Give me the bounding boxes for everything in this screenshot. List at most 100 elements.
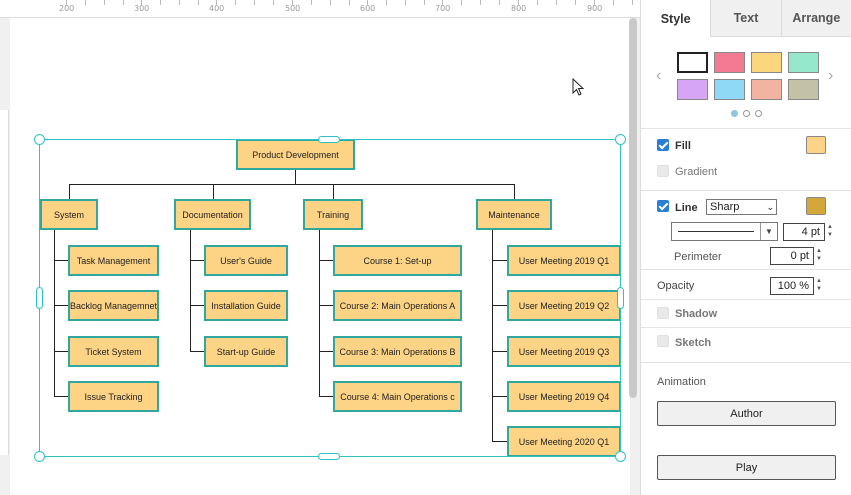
line-width-spinner[interactable]: ▲▼	[827, 224, 833, 238]
tab-arrange[interactable]: Arrange	[780, 0, 851, 37]
ruler-mark	[330, 0, 331, 5]
branch-node[interactable]: Documentation	[174, 199, 251, 230]
connector-line	[190, 305, 204, 306]
style-swatch[interactable]	[788, 52, 819, 73]
ruler-mark	[141, 0, 142, 5]
style-swatch[interactable]	[751, 52, 782, 73]
selection-box	[39, 139, 621, 457]
ruler-mark	[461, 0, 462, 5]
line-color-picker[interactable]	[806, 197, 826, 215]
style-swatch[interactable]	[677, 52, 708, 73]
tab-text[interactable]: Text	[710, 0, 781, 37]
leaf-node[interactable]: Task Management	[68, 245, 159, 276]
leaf-node[interactable]: Ticket System	[68, 336, 159, 367]
leaf-node[interactable]: User Meeting 2019 Q1	[507, 245, 621, 276]
branch-node[interactable]: System	[40, 199, 98, 230]
author-button[interactable]: Author	[657, 401, 836, 426]
chevron-down-icon: ⌄	[766, 202, 774, 212]
ruler-mark	[311, 0, 312, 5]
leaf-node[interactable]: Course 1: Set-up	[333, 245, 462, 276]
fill-label: Fill	[675, 140, 691, 152]
line-style-select[interactable]: Sharp ⌄	[706, 199, 777, 215]
divider	[641, 190, 851, 191]
leaf-node[interactable]: Course 3: Main Operations B	[333, 336, 462, 367]
line-style-value: Sharp	[710, 201, 740, 213]
connector-line	[492, 351, 507, 352]
tab-style[interactable]: Style	[641, 0, 711, 37]
leaf-node[interactable]: User Meeting 2019 Q3	[507, 336, 621, 367]
ruler-mark	[367, 0, 368, 5]
style-swatch[interactable]	[677, 79, 708, 100]
leaf-node[interactable]: Installation Guide	[204, 290, 288, 321]
page-dot[interactable]	[731, 110, 738, 117]
leaf-node[interactable]: Course 4: Main Operations c	[333, 381, 462, 412]
leaf-node[interactable]: User's Guide	[204, 245, 288, 276]
connector-line	[213, 184, 214, 199]
resize-handle-top-right[interactable]	[615, 134, 626, 145]
page-dot[interactable]	[743, 110, 750, 117]
style-swatch[interactable]	[714, 79, 745, 100]
resize-handle-bottom[interactable]	[318, 453, 340, 460]
connector-line	[54, 230, 55, 396]
divider	[641, 299, 851, 300]
ruler-mark	[386, 0, 387, 5]
page-dot[interactable]	[755, 110, 762, 117]
fill-checkbox[interactable]	[657, 139, 669, 151]
sketch-checkbox[interactable]	[657, 335, 669, 347]
ruler-mark	[405, 0, 406, 5]
shadow-checkbox[interactable]	[657, 307, 669, 319]
style-swatch[interactable]	[751, 79, 782, 100]
style-swatch[interactable]	[714, 52, 745, 73]
vertical-scrollbar[interactable]	[629, 18, 637, 398]
line-pattern-select[interactable]: ▼	[671, 222, 778, 241]
gradient-checkbox[interactable]	[657, 165, 669, 177]
connector-line	[319, 305, 333, 306]
branch-node[interactable]: Maintenance	[476, 199, 552, 230]
opacity-label: Opacity	[657, 280, 695, 292]
leaf-node[interactable]: Backlog Managemnet	[68, 290, 159, 321]
dropdown-arrow-icon: ▼	[760, 223, 777, 240]
ruler-mark	[85, 0, 86, 5]
resize-handle-top[interactable]	[318, 136, 340, 143]
fill-color-picker[interactable]	[806, 136, 826, 154]
resize-handle-top-left[interactable]	[34, 134, 45, 145]
perimeter-input[interactable]: 0 pt	[770, 247, 814, 265]
style-swatches	[677, 52, 819, 100]
style-swatch[interactable]	[788, 79, 819, 100]
ruler-mark	[594, 0, 595, 5]
connector-line	[319, 396, 333, 397]
connector-line	[190, 230, 191, 351]
ruler-tick-label: 200	[59, 4, 75, 13]
left-panel-edge	[0, 110, 9, 455]
leaf-node[interactable]: Start-up Guide	[204, 336, 288, 367]
swatch-page-dots	[731, 110, 762, 117]
resize-handle-bottom-right[interactable]	[615, 451, 626, 462]
resize-handle-right[interactable]	[617, 287, 624, 309]
connector-line	[54, 396, 68, 397]
perimeter-spinner[interactable]: ▲▼	[816, 248, 822, 262]
ruler-mark	[198, 0, 199, 5]
perimeter-label: Perimeter	[674, 251, 722, 263]
ruler-mark	[575, 0, 576, 5]
ruler-mark	[349, 0, 350, 5]
chevron-right-icon[interactable]: ›	[828, 67, 834, 84]
ruler-mark	[518, 0, 519, 5]
opacity-input[interactable]: 100 %	[770, 277, 814, 295]
opacity-spinner[interactable]: ▲▼	[816, 278, 822, 292]
line-checkbox[interactable]	[657, 200, 669, 212]
ruler-mark	[123, 0, 124, 5]
connector-line	[319, 351, 333, 352]
chevron-left-icon[interactable]: ‹	[656, 67, 662, 84]
connector-line	[514, 184, 515, 199]
resize-handle-left[interactable]	[36, 287, 43, 309]
branch-node[interactable]: Training	[303, 199, 363, 230]
leaf-node[interactable]: Course 2: Main Operations A	[333, 290, 462, 321]
leaf-node[interactable]: User Meeting 2019 Q4	[507, 381, 621, 412]
root-node[interactable]: Product Development	[236, 139, 355, 170]
divider	[641, 327, 851, 328]
play-button[interactable]: Play	[657, 455, 836, 480]
line-width-input[interactable]: 4 pt	[783, 223, 825, 241]
leaf-node[interactable]: Issue Tracking	[68, 381, 159, 412]
resize-handle-bottom-left[interactable]	[34, 451, 45, 462]
